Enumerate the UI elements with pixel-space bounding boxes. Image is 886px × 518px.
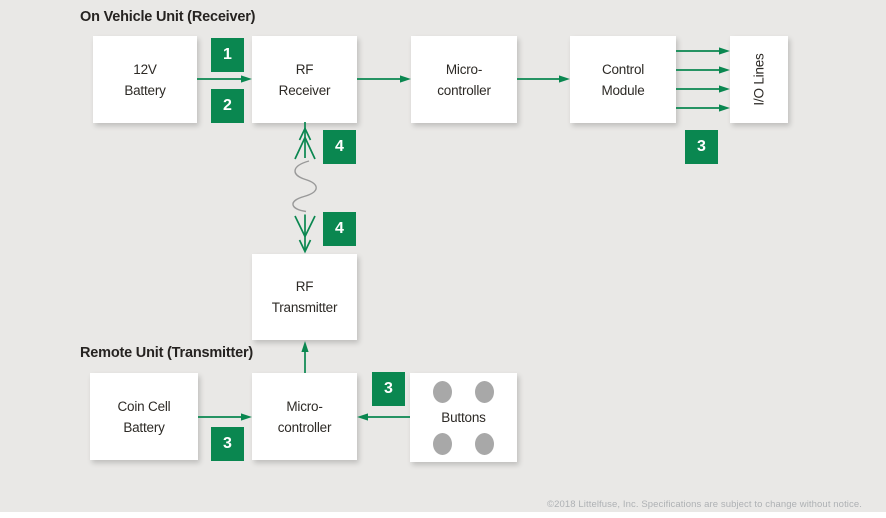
- block-buttons: Buttons: [410, 373, 517, 462]
- block-label-line2: Module: [601, 82, 645, 98]
- block-io-lines: I/O Lines: [730, 36, 788, 123]
- block-label-line2: Battery: [123, 419, 165, 435]
- button-dot-icon: [433, 433, 452, 455]
- arrow-microcontroller-to-rf-transmitter: [301, 341, 309, 373]
- receiver-antenna-icon: [294, 122, 316, 160]
- block-label-vertical: I/O Lines: [751, 53, 767, 106]
- transmitter-antenna-icon: [294, 214, 316, 254]
- step-badge-3-buttons: 3: [372, 372, 405, 406]
- block-label-line1: RF: [295, 61, 314, 77]
- button-dot-icon: [475, 433, 494, 455]
- arrow-rf-receiver-to-microcontroller: [357, 75, 411, 83]
- step-badge-4-receiver: 4: [323, 130, 356, 164]
- arrow-buttons-to-microcontroller: [357, 413, 410, 421]
- button-dot-icon: [433, 381, 452, 403]
- copyright-note: ©2018 Littelfuse, Inc. Specifications ar…: [547, 499, 862, 510]
- rf-wave-icon: [292, 160, 317, 213]
- block-label-line2: controller: [437, 82, 491, 98]
- block-label: Buttons: [441, 410, 486, 425]
- step-badge-3-io: 3: [685, 130, 718, 164]
- block-label-line1: Micro-: [286, 398, 323, 414]
- receiver-section-title: On Vehicle Unit (Receiver): [80, 9, 256, 25]
- arrow-control-module-to-io-lines: [676, 47, 730, 112]
- step-badge-1: 1: [211, 38, 244, 72]
- block-label-line1: 12V: [133, 61, 157, 77]
- arrow-microcontroller-to-control-module: [517, 75, 570, 83]
- arrow-coin-cell-to-microcontroller: [198, 413, 252, 421]
- block-12v-battery: 12V Battery: [93, 36, 197, 123]
- block-rf-receiver: RF Receiver: [252, 36, 357, 123]
- block-coin-cell-battery: Coin Cell Battery: [90, 373, 198, 460]
- block-label-line1: Control: [601, 61, 645, 77]
- block-label-line1: RF: [295, 279, 314, 294]
- transmitter-section-title: Remote Unit (Transmitter): [80, 345, 254, 361]
- block-label-line2: Receiver: [278, 82, 331, 98]
- block-label-line1: Coin Cell: [117, 398, 171, 414]
- block-label-line2: Transmitter: [271, 300, 338, 315]
- button-dot-icon: [475, 381, 494, 403]
- block-microcontroller-transmitter: Micro- controller: [252, 373, 357, 460]
- block-label-line1: Micro-: [445, 61, 483, 77]
- step-badge-2: 2: [211, 89, 244, 123]
- block-microcontroller-receiver: Micro- controller: [411, 36, 517, 123]
- step-badge-3-coin-cell: 3: [211, 427, 244, 461]
- step-badge-4-transmitter: 4: [323, 212, 356, 246]
- block-label-line2: controller: [277, 419, 332, 435]
- block-label-line2: Battery: [124, 82, 166, 98]
- block-control-module: Control Module: [570, 36, 676, 123]
- arrow-battery-to-rf-receiver: [197, 75, 252, 83]
- block-rf-transmitter: RF Transmitter: [252, 254, 357, 340]
